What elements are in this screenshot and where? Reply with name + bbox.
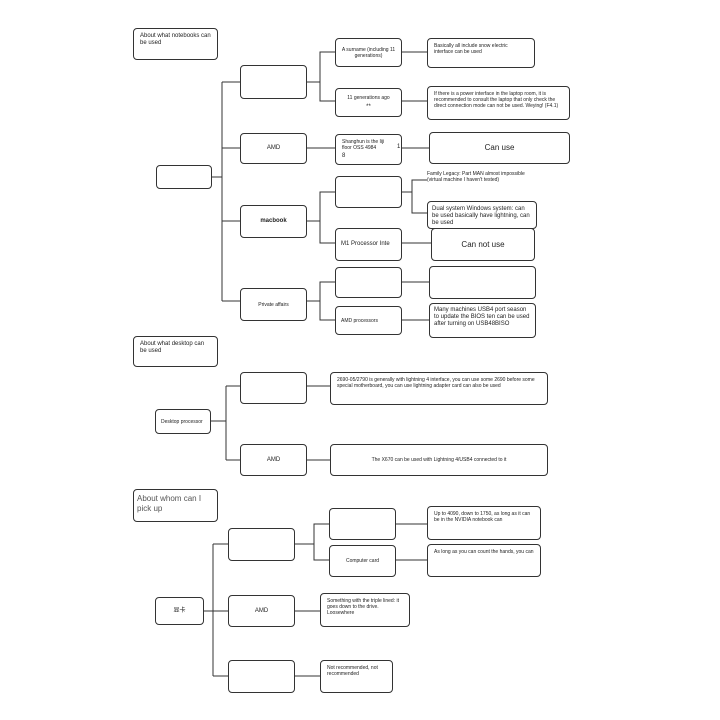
notebook-child-11gen: 11 generations ago ** [335,88,402,117]
desktop-root-node: Desktop processor [155,409,211,434]
notebook-amd-mark: 1 [397,144,401,150]
notebook-private-child-top [335,267,402,298]
pickup-root-node: 显卡 [155,597,204,625]
desktop-result-top: 2690-05/2790 is generally with lightning… [330,372,548,405]
notebook-macbook-note-legacy: Family Legacy: Part MAN almost impossibl… [427,171,525,183]
notebook-result-surname: Basically all include snow electric inte… [427,38,535,68]
notebook-private-result-top [429,266,536,299]
notebook-branch-private: Private affairs [240,288,307,321]
notebook-macbook-note-dualsystem: Dual system Windows system: can be used … [427,201,537,229]
notebook-branch-top [240,65,307,99]
pickup-branch-top [228,528,295,561]
notebook-root-node [156,165,212,189]
pickup-result-amd: Something with the triple lined: it goes… [320,593,410,627]
desktop-branch-top [240,372,307,404]
notebook-macbook-child-m1: M1 Processor Inte [335,228,402,261]
pickup-child-nvidia [329,508,396,540]
pickup-branch-amd: AMD [228,595,295,627]
pickup-child-computer-card: Computer card [329,545,396,577]
notebook-result-amd: Can use [429,132,570,164]
notebook-branch-amd: AMD [240,133,307,164]
pickup-result-bottom: Not recommended, not recommended [320,660,393,693]
notebook-child-surname: A surname (including 11 generations) [335,38,402,67]
notebook-result-11gen: If there is a power interface in the lap… [427,86,570,120]
desktop-branch-amd: AMD [240,444,307,476]
section-desktop-title: About what desktop can be used [133,336,218,367]
section-pickup-title: About whom can I pick up [133,489,218,522]
section-notebook-title: About what notebooks can be used [133,28,218,60]
notebook-child-amd: Shanghun is the Iiji floor OSS 4984 8 [335,134,402,165]
pickup-result-computer-card: As long as you can count the hands, you … [427,544,541,577]
notebook-macbook-child-top [335,176,402,208]
desktop-result-amd: The X670 can be used with Lightning 4/US… [330,444,548,476]
notebook-branch-macbook: macbook [240,205,307,238]
notebook-private-result-amd: Many machines USB4 port season to update… [429,303,536,338]
pickup-branch-bottom [228,660,295,693]
pickup-result-nvidia: Up to 4090, down to 1750, as long as it … [427,506,541,540]
notebook-result-m1: Can not use [431,228,535,261]
notebook-private-child-amd: AMD processors [335,306,402,335]
